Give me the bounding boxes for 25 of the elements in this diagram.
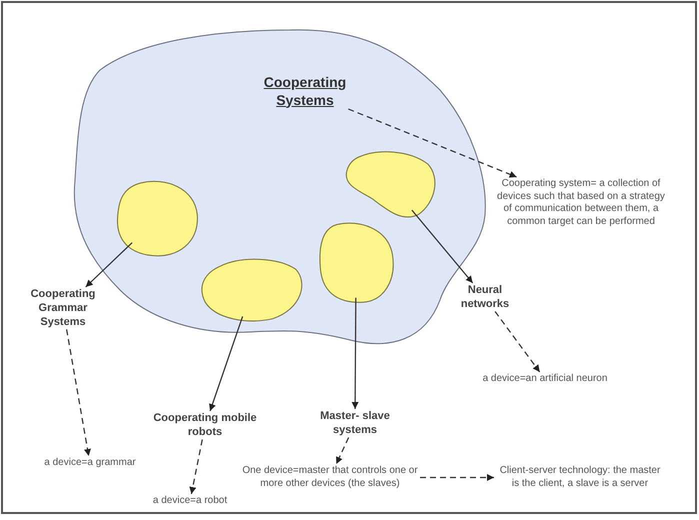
arrow — [352, 298, 359, 409]
arrow — [66, 329, 91, 456]
arrow — [85, 242, 133, 288]
category-label: Cooperating mobile robots — [152, 412, 258, 440]
description-text: a device=a robot — [152, 495, 228, 508]
description-text: One device=master that controls one or more other devices (the slaves) — [241, 465, 419, 490]
category-label: Cooperating Grammar Systems — [30, 288, 96, 330]
arrow — [189, 439, 203, 494]
arrow — [348, 108, 517, 178]
arrow — [420, 474, 494, 481]
description-text: Cooperating system= a collection of devices such that based on a strategy of communication between them, a common target can be performed — [496, 178, 666, 228]
description-text: Client-server technology: the master is the client, a slave is a server — [498, 465, 662, 490]
blob-shape — [200, 256, 304, 322]
blob-shape — [115, 180, 199, 258]
blob-shape — [318, 222, 394, 304]
arrow — [494, 311, 540, 372]
description-text: a device=a grammar — [43, 457, 137, 470]
arrow — [411, 210, 474, 284]
category-label: Neural networks — [460, 284, 510, 312]
category-label: Master- slave systems — [319, 410, 391, 438]
arrow — [209, 316, 244, 412]
description-text: a device=an artificial neuron — [482, 373, 608, 386]
blob-shape — [345, 150, 437, 220]
arrow — [336, 437, 350, 464]
diagram-heading: Cooperating Systems — [262, 74, 348, 109]
